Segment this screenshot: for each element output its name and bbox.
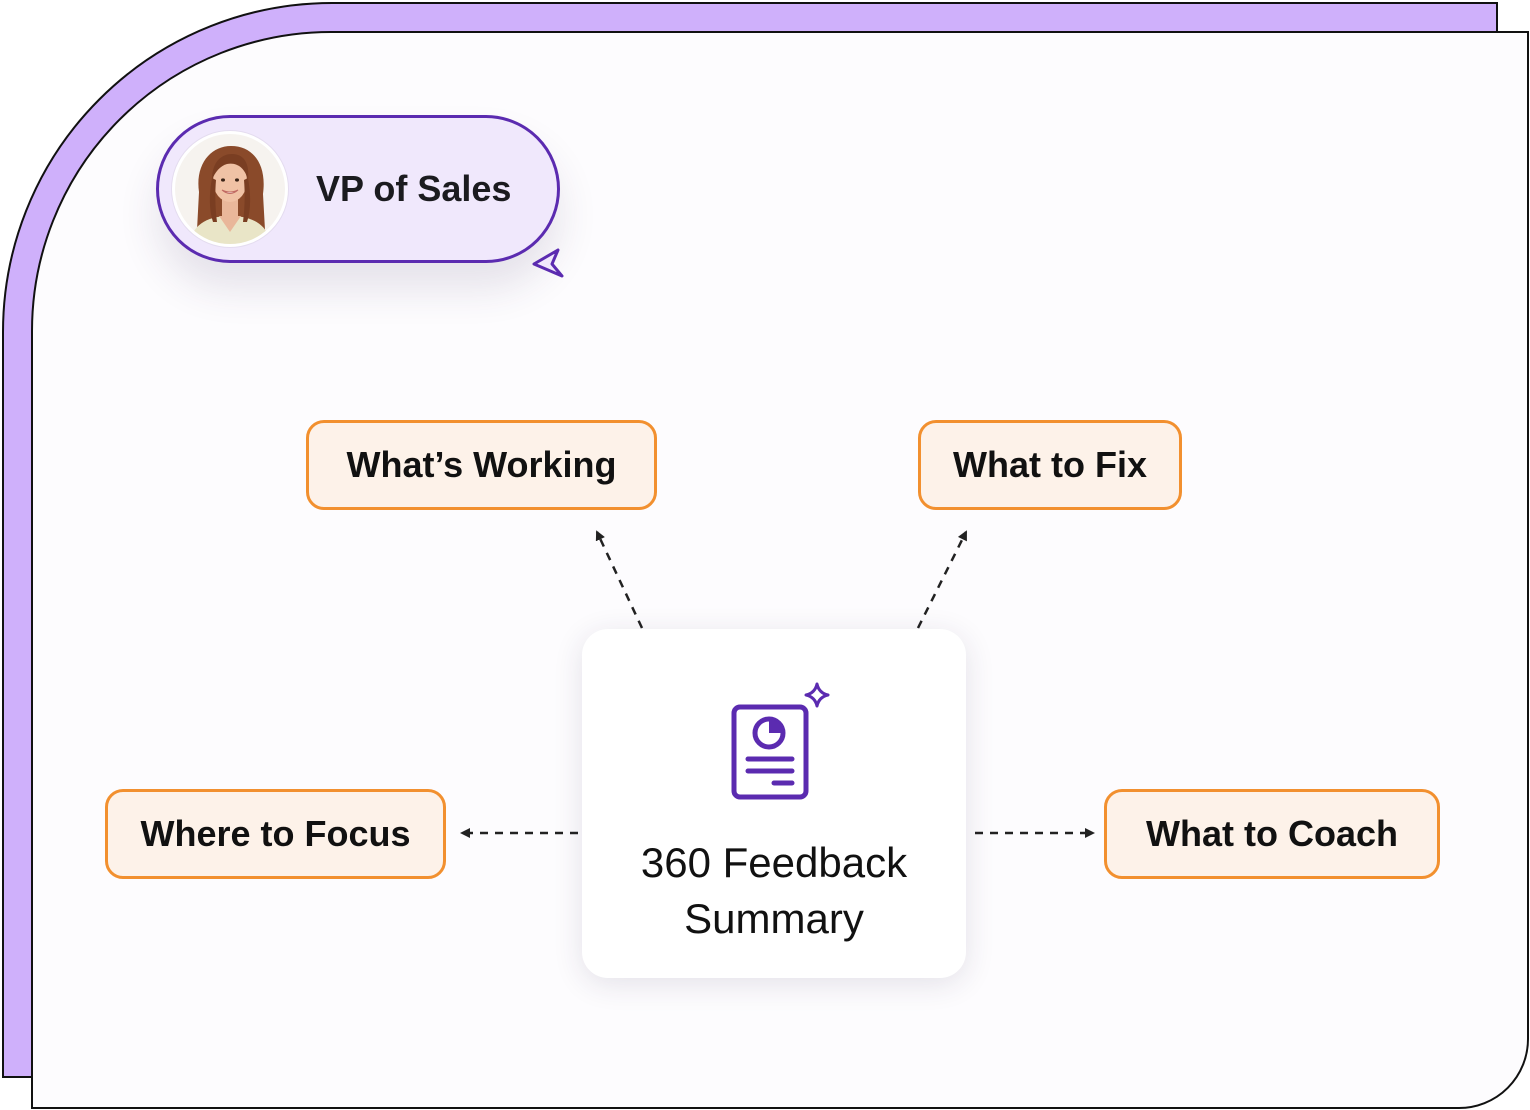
- node-where-to-focus: Where to Focus: [105, 789, 446, 879]
- center-title-line2: Summary: [684, 895, 864, 942]
- persona-pill: VP of Sales: [156, 115, 560, 263]
- center-summary-card: 360 Feedback Summary: [582, 629, 966, 978]
- person-avatar-icon: [172, 131, 288, 247]
- center-summary-title: 360 Feedback Summary: [582, 835, 966, 947]
- connector-to-fix: [916, 530, 968, 629]
- persona-title: VP of Sales: [316, 168, 512, 209]
- center-title-line1: 360 Feedback: [640, 839, 908, 886]
- cursor-arrow-icon: [532, 248, 564, 278]
- node-whats-working: What’s Working: [306, 420, 657, 510]
- connector-to-working: [595, 530, 644, 629]
- report-pie-chart-sparkle-icon: [731, 682, 830, 800]
- node-what-to-fix: What to Fix: [918, 420, 1182, 510]
- node-what-to-coach: What to Coach: [1104, 789, 1440, 879]
